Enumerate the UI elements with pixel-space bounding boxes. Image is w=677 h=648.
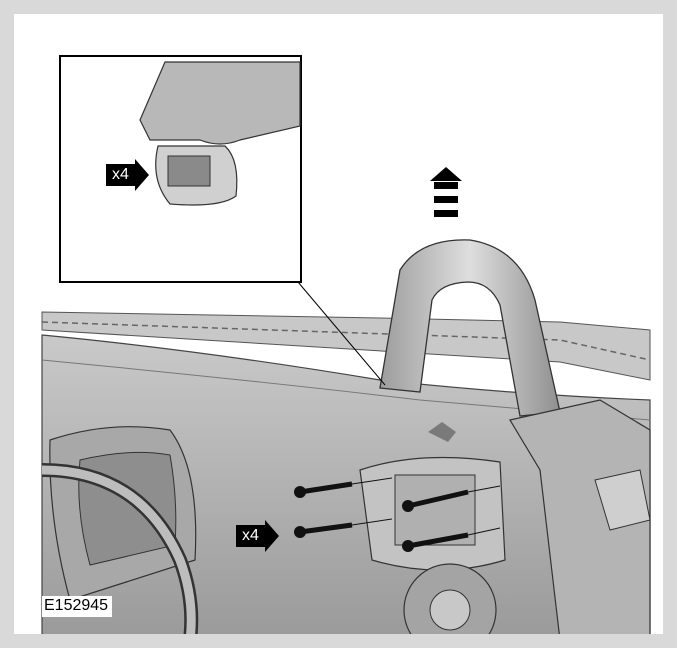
inset-callout: x4 <box>106 159 149 191</box>
bolt <box>402 527 501 552</box>
detail-inset <box>59 55 302 283</box>
up-arrow-icon <box>430 167 462 217</box>
inset-clip-slot <box>167 155 211 187</box>
bolt-callout: x4 <box>236 520 279 552</box>
inset-callout-label: x4 <box>106 164 135 186</box>
bolt <box>294 518 393 538</box>
bolt-callout-label: x4 <box>236 525 265 547</box>
inset-part <box>139 61 301 145</box>
dash-badge <box>428 422 456 442</box>
lower-vent-center <box>429 589 471 631</box>
bolt-callout-arrow <box>264 520 279 552</box>
inset-callout-arrow <box>134 159 149 191</box>
inset-leader <box>297 281 386 386</box>
windscreen-edge <box>41 321 651 361</box>
side-bracket <box>594 469 651 531</box>
bolt <box>402 485 501 512</box>
figure-reference: E152945 <box>42 596 113 617</box>
bolt <box>294 477 393 498</box>
steering-wheel-inner <box>41 465 196 634</box>
instrument-screen <box>78 451 177 566</box>
roll-hoop <box>379 239 561 417</box>
side-trim <box>509 399 651 634</box>
